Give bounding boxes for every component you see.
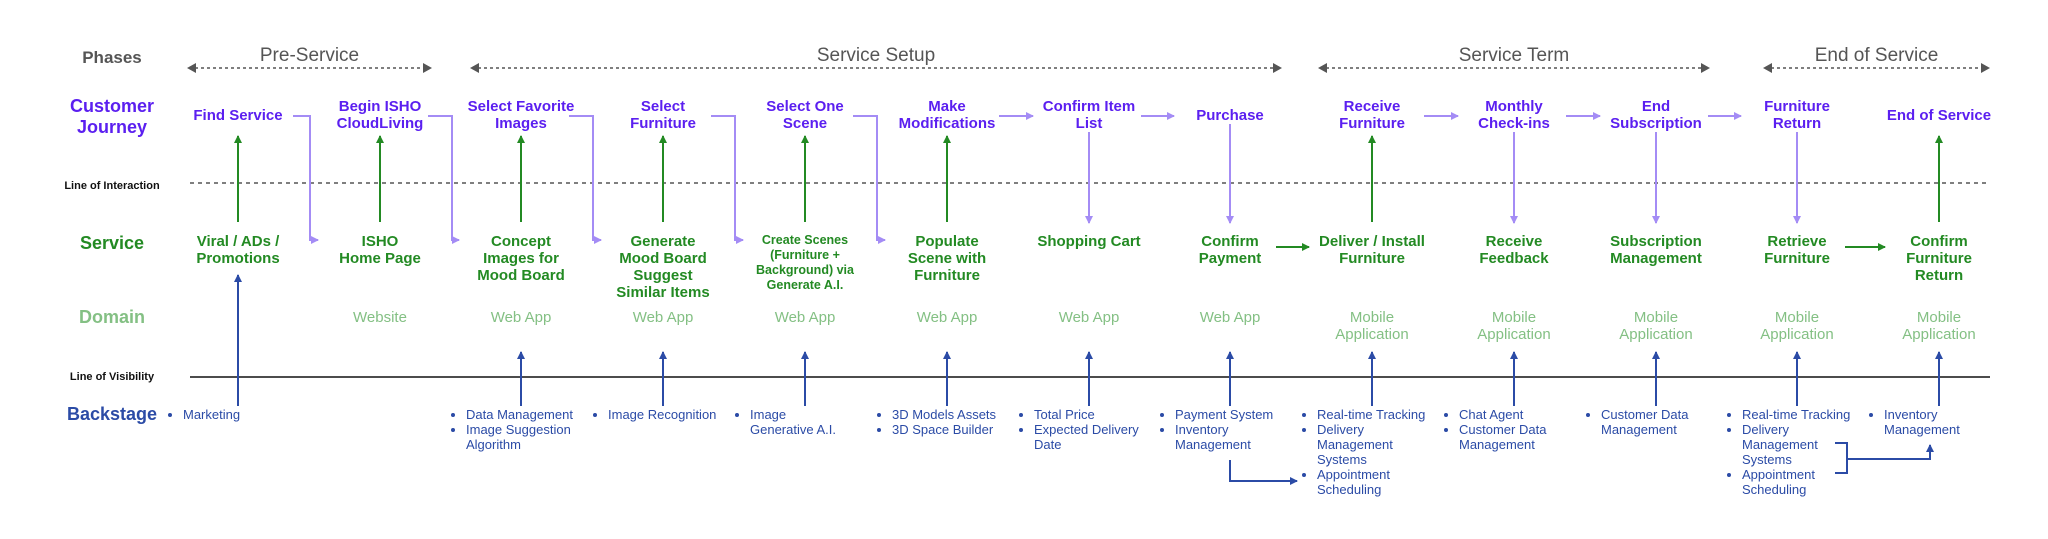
backstage-item: Customer Data Management [1601,407,1733,437]
service-step: Deliver / Install Furniture [1319,233,1425,267]
phase-label: End of Service [1814,45,1939,66]
backstage-list: 3D Models Assets3D Space Builder [879,407,1024,437]
backstage-list: Real-time TrackingDelivery Management Sy… [1729,407,1874,497]
domain-label: Web App [1199,309,1261,326]
backstage-connector [1835,443,1930,474]
domain-label: Mobile Application [1760,309,1834,343]
phase-label: Service Setup [816,45,936,66]
journey-to-next-service-connector [569,115,602,244]
service-step: Create Scenes (Furniture + Background) v… [756,233,854,292]
backstage-item: Image Recognition [608,407,740,422]
phase-arrow-right-icon [1981,63,1990,73]
backstage-item: Real-time Tracking [1742,407,1874,422]
backstage-list: Inventory Management [1871,407,2016,437]
journey-step: Monthly Check-ins [1478,98,1550,132]
backstage-item: Chat Agent [1459,407,1591,422]
backstage-connector [1229,460,1298,485]
backstage-list: Image Generative A.I. [737,407,882,437]
phase-arrow-left-icon [470,63,479,73]
backstage-item: Real-time Tracking [1317,407,1449,422]
service-step: Subscription Management [1610,233,1702,267]
row-label-line-of-visibility: Line of Visibility [69,371,155,383]
domain-label: Web App [1058,309,1120,326]
journey-step: Select One Scene [766,98,844,132]
backstage-item: Payment System [1175,407,1307,422]
row-label-line-of-interaction: Line of Interaction [64,180,160,192]
backstage-item: 3D Models Assets [892,407,1024,422]
phase-arrow-left-icon [1763,63,1772,73]
service-step: Confirm Furniture Return [1906,233,1972,284]
backstage-list: Payment SystemInventory Management [1162,407,1307,452]
journey-step: Select Furniture [630,98,696,132]
backstage-list: Marketing [170,407,315,422]
domain-label: Website [353,309,407,326]
journey-to-next-service-connector [293,115,319,244]
backstage-item: Appointment Scheduling [1317,467,1449,497]
domain-label: Mobile Application [1335,309,1409,343]
service-step: Generate Mood Board Suggest Similar Item… [616,233,710,301]
backstage-item: Marketing [183,407,315,422]
domain-label: Mobile Application [1619,309,1693,343]
service-step: Retrieve Furniture [1764,233,1830,267]
row-label-phases: Phases [82,48,142,67]
service-step: ISHO Home Page [339,233,421,267]
backstage-item: Delivery Management Systems [1742,422,1874,467]
backstage-item: Delivery Management Systems [1317,422,1449,467]
backstage-item: Total Price [1034,407,1166,422]
phase-arrow-right-icon [1701,63,1710,73]
backstage-item: Expected Delivery Date [1034,422,1166,452]
backstage-item: Image Suggestion Algorithm [466,422,598,452]
row-label-customer-journey: Customer Journey [69,96,154,137]
backstage-list: Customer Data Management [1588,407,1733,437]
backstage-item: Appointment Scheduling [1742,467,1874,497]
domain-label: Web App [490,309,552,326]
backstage-item: Inventory Management [1175,422,1307,452]
domain-label: Mobile Application [1902,309,1976,343]
service-step: Viral / ADs / Promotions [196,233,280,267]
journey-to-next-service-connector [711,115,744,244]
journey-to-next-service-connector [853,115,886,244]
backstage-item: Image Generative A.I. [750,407,882,437]
service-step: Confirm Payment [1198,233,1262,267]
backstage-item: Data Management [466,407,598,422]
journey-step: End Subscription [1610,98,1702,132]
phase-arrow-right-icon [1273,63,1282,73]
journey-step: Find Service [193,107,283,124]
phase-label: Pre-Service [259,45,360,66]
phase-arrow-left-icon [1318,63,1327,73]
service-step: Receive Feedback [1479,233,1549,267]
domain-label: Mobile Application [1477,309,1551,343]
backstage-list: Chat AgentCustomer Data Management [1446,407,1591,452]
journey-step: End of Service [1886,107,1992,124]
journey-step: Furniture Return [1764,98,1830,132]
domain-label: Web App [774,309,836,326]
domain-label: Web App [916,309,978,326]
journey-step: Confirm Item List [1042,98,1136,132]
row-label-backstage: Backstage [66,404,158,424]
backstage-list: Data ManagementImage Suggestion Algorith… [453,407,598,452]
journey-step: Receive Furniture [1339,98,1405,132]
service-step: Concept Images for Mood Board [477,233,565,284]
backstage-list: Image Recognition [595,407,740,422]
journey-step: Make Modifications [898,98,996,132]
service-step: Shopping Cart [1037,233,1141,250]
phase-arrow-right-icon [423,63,432,73]
service-step: Populate Scene with Furniture [907,233,987,284]
backstage-item: 3D Space Builder [892,422,1024,437]
journey-to-next-service-connector [428,115,460,244]
journey-step: Purchase [1196,107,1264,124]
journey-step: Select Favorite Images [467,98,575,132]
phase-label: Service Term [1458,45,1570,66]
domain-label: Web App [632,309,694,326]
row-label-service: Service [79,233,145,253]
row-label-domain: Domain [78,307,145,327]
backstage-item: Inventory Management [1884,407,2016,437]
backstage-item: Customer Data Management [1459,422,1591,452]
backstage-list: Total PriceExpected Delivery Date [1021,407,1166,452]
backstage-list: Real-time TrackingDelivery Management Sy… [1304,407,1449,497]
journey-step: Begin ISHO CloudLiving [336,98,424,132]
phase-arrow-left-icon [187,63,196,73]
